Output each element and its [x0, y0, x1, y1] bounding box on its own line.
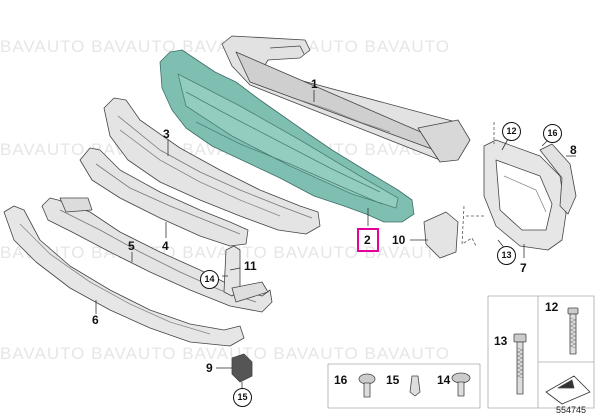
part-8-holder [539, 143, 577, 215]
callout-9[interactable]: 9 [206, 361, 213, 375]
part-2-energy-absorber [159, 49, 415, 223]
legend-label-14: 14 [437, 373, 451, 387]
callout-3[interactable]: 3 [163, 127, 170, 141]
legend-label-12: 12 [545, 300, 559, 314]
callout-circle-12[interactable]: 12 [502, 122, 521, 141]
callout-1[interactable]: 1 [311, 77, 318, 91]
callout-6[interactable]: 6 [92, 313, 99, 327]
callout-circle-16[interactable]: 16 [543, 124, 562, 143]
callout-10[interactable]: 10 [392, 233, 406, 247]
part-4-reinforcement [79, 147, 249, 247]
part-7-side-bracket [483, 139, 567, 251]
callout-2[interactable]: 2 [364, 233, 371, 247]
callout-11[interactable]: 11 [244, 259, 257, 273]
fastener-legend [327, 295, 595, 409]
part-1-carrier [221, 35, 471, 163]
part-11-bracket [223, 245, 269, 303]
guide-lines [461, 122, 495, 247]
part-10-bracket [423, 211, 459, 259]
part-6-trim [3, 205, 245, 347]
callout-circle-14[interactable]: 14 [200, 270, 219, 289]
callout-circle-13[interactable]: 13 [497, 246, 516, 265]
callout-circle-15[interactable]: 15 [233, 388, 252, 407]
callout-7[interactable]: 7 [520, 261, 527, 275]
legend-label-16: 16 [334, 373, 348, 387]
callout-8[interactable]: 8 [570, 143, 577, 157]
part-3-carrier-upper [103, 97, 321, 235]
diagram-number: 554745 [556, 405, 587, 415]
watermark-row: BAVAUTO BAVAUTO BAVAUTO BAVAUTO BAVAUTO [0, 344, 450, 363]
callout-4[interactable]: 4 [162, 239, 169, 253]
highlight-box-part-2 [357, 228, 379, 252]
callout-5[interactable]: 5 [128, 239, 135, 253]
part-9-clip [231, 353, 253, 383]
legend-label-13: 13 [494, 334, 508, 348]
legend-label-15: 15 [386, 373, 400, 387]
